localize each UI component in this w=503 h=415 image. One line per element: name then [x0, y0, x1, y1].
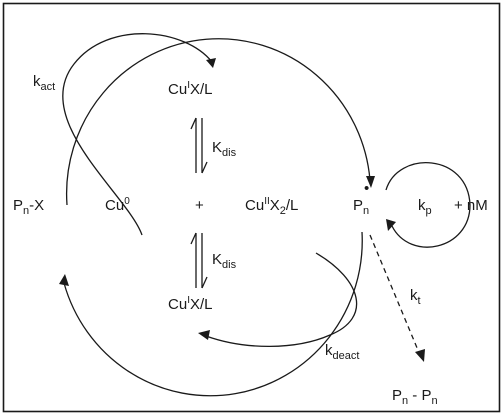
species-radical: Pn [353, 197, 369, 217]
equilibrium-harpoon-top [190, 117, 208, 174]
species-cu2: CuIIX2/L [245, 196, 298, 217]
species-initiator: Pn-X [13, 197, 44, 217]
deactivation-curve [205, 252, 358, 348]
monomer-addition: + nM [454, 197, 488, 214]
arrowhead-to-initiator [59, 274, 69, 286]
plus-sign: + [195, 197, 204, 214]
arrowhead-propagation [386, 219, 396, 231]
arrowhead-activation [206, 58, 216, 68]
cycle-arc-bottom [63, 231, 363, 397]
termination-dashed-line [369, 234, 421, 356]
species-dead-polymer: Pn - Pn [392, 387, 438, 407]
radical-dot: • [364, 180, 369, 197]
rate-constant-k-deact: kdeact [325, 342, 359, 362]
arrowhead-to-radical [366, 176, 375, 188]
activation-curve [62, 33, 213, 236]
arrowhead-termination [415, 349, 425, 362]
rate-constant-k-t: kt [410, 287, 421, 307]
cycle-arc-top [65, 38, 371, 206]
propagation-loop [385, 162, 471, 248]
species-cu0: Cu0 [105, 196, 130, 214]
species-cu1-bottom: CuIX/L [168, 295, 212, 313]
species-cu1-top: CuIX/L [168, 80, 212, 98]
rate-constant-k-dis-top: Kdis [212, 139, 237, 159]
rate-constant-k-act: kact [33, 73, 55, 93]
equilibrium-harpoon-bottom [190, 232, 208, 289]
rate-constant-k-p: kp [418, 197, 432, 217]
arrowhead-deactivation [198, 330, 210, 340]
rate-constant-k-dis-bottom: Kdis [212, 251, 237, 271]
